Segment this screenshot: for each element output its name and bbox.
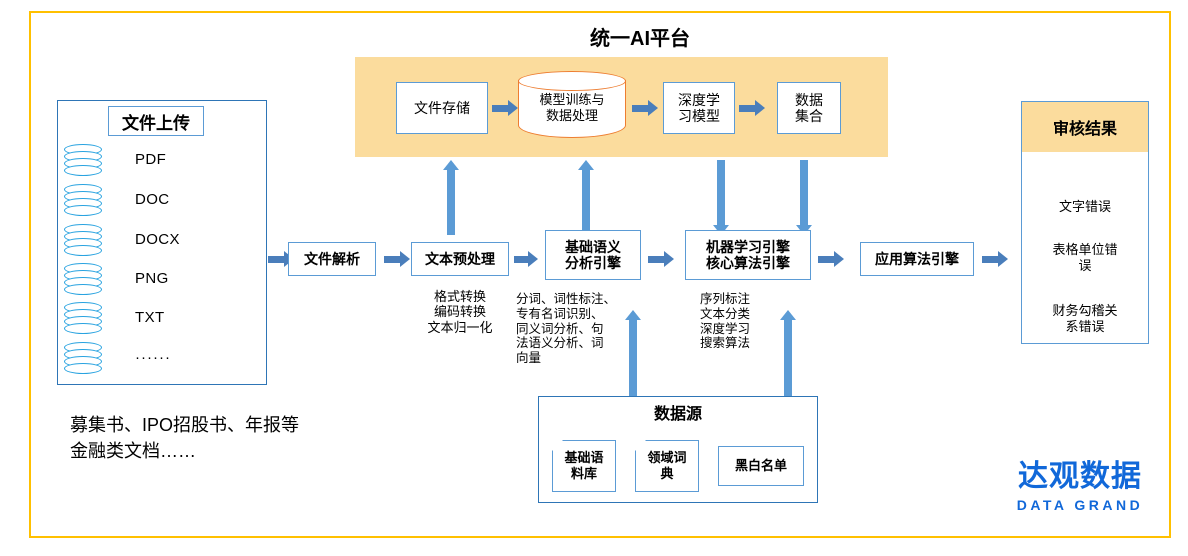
node-file-storage[interactable]: 文件存储 bbox=[396, 82, 488, 134]
file-format-label: ······ bbox=[135, 348, 171, 366]
upload-caption: 募集书、IPO招股书、年报等 金融类文档…… bbox=[70, 415, 300, 462]
database-cylinder-icon bbox=[64, 143, 102, 176]
list-item: PNG bbox=[64, 259, 254, 297]
list-item: DOCX bbox=[64, 220, 254, 258]
file-format-label: TXT bbox=[135, 308, 165, 326]
stage-text-preprocessing[interactable]: 文本预处理 bbox=[411, 242, 509, 276]
brand-logo-en: DATA GRAND bbox=[1016, 497, 1144, 513]
arrow-up-from-datasource bbox=[779, 310, 797, 396]
data-source-item-corpus[interactable]: 基础语 料库 bbox=[552, 440, 616, 492]
node-model-training[interactable]: 模型训练与 数据处理 bbox=[518, 71, 626, 144]
file-format-label: DOCX bbox=[135, 230, 180, 248]
cylinder-body bbox=[518, 80, 626, 138]
database-cylinder-icon bbox=[64, 341, 102, 374]
database-cylinder-icon bbox=[64, 223, 102, 256]
stage-application-algorithm-engine[interactable]: 应用算法引擎 bbox=[860, 242, 974, 276]
ai-platform-title: 统一AI平台 bbox=[590, 28, 690, 50]
stage-note-ml-engine: 序列标注 文本分类 深度学习 搜索算法 bbox=[700, 292, 751, 351]
audit-result-item: 财务勾稽关 系错误 bbox=[1052, 303, 1118, 335]
node-deep-learning-model[interactable]: 深度学 习模型 bbox=[663, 82, 735, 134]
node-data-collection[interactable]: 数据 集合 bbox=[777, 82, 841, 134]
audit-result-item: 表格单位错 误 bbox=[1052, 242, 1118, 274]
stage-note-semantic-analysis: 分词、词性标注、 专有名词识别、 同义词分析、句 法语义分析、词 向量 bbox=[516, 292, 617, 365]
data-source-title: 数据源 bbox=[653, 406, 702, 423]
arrow-up-to-platform bbox=[577, 160, 595, 235]
file-format-label: PNG bbox=[135, 269, 169, 287]
arrow-down-from-platform bbox=[712, 160, 730, 235]
brand-logo: 达观数据 DATA GRAND bbox=[1005, 460, 1155, 514]
data-source-item-domain-dictionary[interactable]: 领域词 典 bbox=[635, 440, 699, 492]
list-item: TXT bbox=[64, 298, 254, 336]
file-format-label: PDF bbox=[135, 150, 167, 168]
audit-result-title: 审核结果 bbox=[1022, 102, 1148, 152]
arrow-up-to-platform bbox=[442, 160, 460, 235]
arrow-up-from-datasource bbox=[624, 310, 642, 396]
database-cylinder-icon bbox=[64, 183, 102, 216]
stage-file-parsing[interactable]: 文件解析 bbox=[288, 242, 376, 276]
audit-result-item: 文字错误 bbox=[1058, 199, 1111, 214]
database-cylinder-icon bbox=[64, 301, 102, 334]
list-item: ······ bbox=[64, 338, 254, 376]
node-label: 模型训练与 数据处理 bbox=[539, 92, 605, 123]
database-cylinder-icon bbox=[64, 262, 102, 295]
stage-note-text-preprocessing: 格式转换 编码转换 文本归一化 bbox=[427, 289, 493, 335]
cylinder-top bbox=[518, 71, 626, 91]
file-format-label: DOC bbox=[135, 190, 170, 208]
arrow-down-from-platform bbox=[795, 160, 813, 235]
list-item: DOC bbox=[64, 180, 254, 218]
stage-ml-core-algorithm-engine[interactable]: 机器学习引擎 核心算法引擎 bbox=[685, 230, 811, 280]
brand-logo-cn: 达观数据 bbox=[1018, 460, 1142, 493]
stage-semantic-analysis-engine[interactable]: 基础语义 分析引擎 bbox=[545, 230, 641, 280]
list-item: PDF bbox=[64, 140, 254, 178]
data-source-item-blacklist-whitelist[interactable]: 黑白名单 bbox=[718, 446, 804, 486]
file-upload-title: 文件上传 bbox=[108, 106, 204, 136]
